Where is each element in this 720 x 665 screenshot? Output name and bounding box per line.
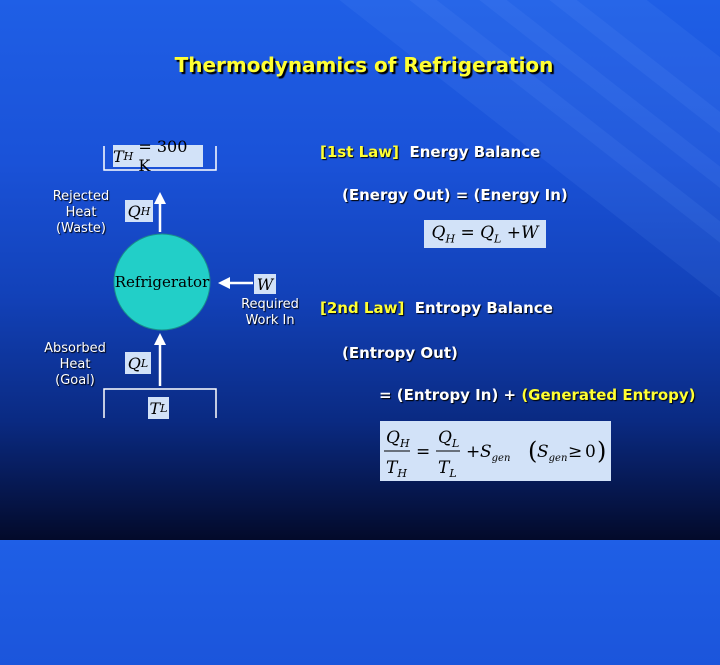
second-law-tag: [2nd Law] xyxy=(320,299,405,317)
ql-subscript: L xyxy=(140,356,149,370)
svg-text:+: + xyxy=(466,442,480,462)
work-label: W xyxy=(254,274,276,294)
work-line-1: Required xyxy=(241,297,299,312)
rejected-heat-label: Rejected Heat (Waste) xyxy=(44,189,118,237)
svg-text:Sgen: Sgen xyxy=(537,442,567,464)
absorbed-heat-label: Absorbed Heat (Goal) xyxy=(38,341,112,389)
first-law-heading: [1st Law] Energy Balance xyxy=(320,143,540,161)
first-law-tag: [1st Law] xyxy=(320,143,400,161)
qh-symbol: Q xyxy=(127,201,141,221)
svg-text:TH: TH xyxy=(386,458,407,480)
hot-t-value: = 300 K xyxy=(138,137,188,175)
refrigerator-diagram xyxy=(113,233,211,331)
svg-text:QH: QH xyxy=(386,428,410,450)
absorbed-line-1: Absorbed xyxy=(44,341,106,356)
svg-text:): ) xyxy=(597,437,606,465)
svg-text:QL: QL xyxy=(438,428,459,450)
absorbed-line-2: Heat xyxy=(59,357,91,372)
energy-balance-equation: QH = QL +W xyxy=(424,220,546,248)
second-law-statement-2a: = (Entropy In) + xyxy=(379,386,517,404)
second-law-statement-1: (Entropy Out) xyxy=(342,344,458,362)
refrigerator-label: Refrigerator xyxy=(114,273,210,291)
svg-text:(: ( xyxy=(528,437,537,465)
first-law-statement: (Energy Out) = (Energy In) xyxy=(342,186,568,204)
rejected-line-2: Heat xyxy=(65,205,97,220)
second-law-label: Entropy Balance xyxy=(414,299,553,317)
generated-entropy-text: (Generated Entropy) xyxy=(521,386,696,404)
cold-t-subscript: L xyxy=(160,401,168,415)
svg-text:TL: TL xyxy=(438,458,457,480)
hot-t-subscript: H xyxy=(123,149,134,163)
svg-text:0: 0 xyxy=(585,442,596,462)
ql-symbol: Q xyxy=(127,353,141,373)
cold-t-symbol: T xyxy=(149,398,161,418)
slide-title: Thermodynamics of Refrigeration xyxy=(174,53,554,77)
svg-text:Sgen: Sgen xyxy=(480,442,510,464)
w-symbol: W xyxy=(256,274,274,294)
hot-t-symbol: T xyxy=(113,146,124,166)
work-line-2: Work In xyxy=(245,313,295,328)
work-in-label: Required Work In xyxy=(234,297,306,329)
qh-subscript: H xyxy=(140,204,151,218)
absorbed-line-3: (Goal) xyxy=(55,373,95,388)
second-law-statement-2: = (Entropy In) + (Generated Entropy) xyxy=(379,386,696,404)
rejected-line-1: Rejected xyxy=(52,189,110,204)
first-law-label: Energy Balance xyxy=(409,143,541,161)
entropy-balance-equation: QH TH = QL TL + Sgen ( Sgen ≥ 0 ) xyxy=(380,421,611,481)
svg-text:≥: ≥ xyxy=(568,442,582,462)
rejected-line-3: (Waste) xyxy=(55,221,106,236)
second-law-heading: [2nd Law] Entropy Balance xyxy=(320,299,553,317)
svg-text:=: = xyxy=(416,442,430,462)
